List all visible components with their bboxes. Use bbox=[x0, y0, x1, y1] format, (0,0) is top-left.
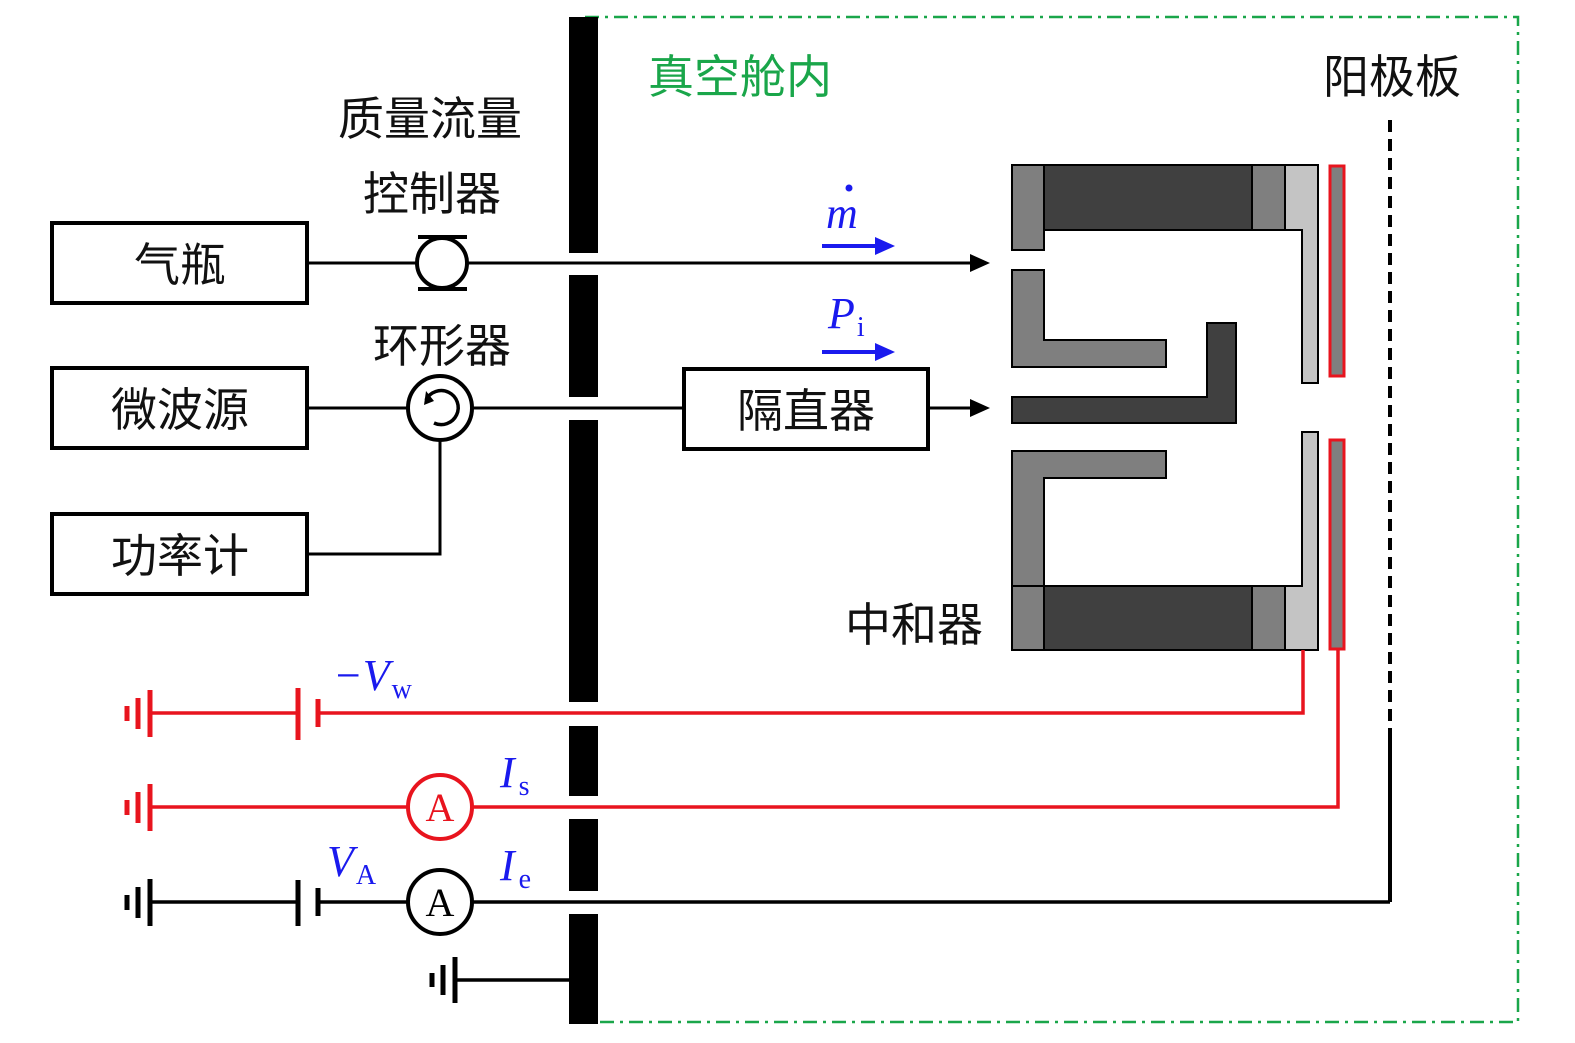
anode-voltage-symbol: VA bbox=[327, 837, 377, 891]
circulator-symbol bbox=[406, 374, 474, 442]
orifice-ammeter-icon: A bbox=[406, 773, 474, 841]
anode-circuit bbox=[152, 880, 1390, 926]
microwave-source-label: 微波源 bbox=[111, 383, 249, 437]
dc-block-box: 隔直器 bbox=[682, 367, 930, 451]
mass-flow-controller-symbol bbox=[415, 235, 469, 291]
power-meter-line bbox=[307, 440, 442, 556]
dc-block-arrowhead bbox=[970, 399, 990, 417]
anode-plate-label: 阳极板 bbox=[1323, 50, 1461, 104]
power-meter-box: 功率计 bbox=[50, 512, 309, 596]
gas-feed-arrowhead bbox=[970, 254, 990, 272]
mass-flow-controller-label-line2: 控制器 bbox=[363, 167, 501, 221]
wall-bias-voltage-subscript: w bbox=[392, 674, 413, 705]
mass-flow-rate-text: m bbox=[826, 189, 858, 238]
gas-cylinder-label: 气瓶 bbox=[134, 238, 226, 292]
input-power-subscript: i bbox=[857, 312, 865, 343]
input-power-text: Pi bbox=[827, 289, 865, 343]
chamber-wall bbox=[569, 17, 598, 1024]
orifice-current-circuit bbox=[152, 650, 1340, 809]
wall-bias-circuit bbox=[152, 650, 1305, 740]
wall-bias-voltage-symbol: −Vw bbox=[333, 651, 413, 705]
neutralizer-body bbox=[1011, 164, 1319, 651]
anode-ammeter-icon: A bbox=[406, 868, 474, 936]
neutralizer-orifice-plate bbox=[1328, 164, 1346, 651]
mass-flow-controller-label-line1: 质量流量 bbox=[338, 92, 522, 146]
anode-ground-icon bbox=[124, 879, 153, 926]
chamber-ground-icon bbox=[429, 957, 458, 1003]
power-meter-label: 功率计 bbox=[111, 529, 249, 583]
gas-cylinder-box: 气瓶 bbox=[50, 221, 309, 305]
dc-block-label: 隔直器 bbox=[737, 384, 875, 438]
orifice-current-subscript: s bbox=[519, 771, 530, 802]
circulator-label: 环形器 bbox=[373, 319, 511, 373]
microwave-source-box: 微波源 bbox=[50, 366, 309, 450]
wall-bias-ground-icon bbox=[124, 690, 153, 737]
orifice-ground-icon bbox=[124, 784, 153, 831]
mass-flow-rate-symbol: m bbox=[822, 184, 895, 255]
input-power-symbol: Pi bbox=[822, 289, 895, 361]
orifice-ammeter-text: A bbox=[426, 785, 455, 830]
vacuum-chamber-boundary bbox=[585, 15, 1520, 1024]
vacuum-chamber-label: 真空舱内 bbox=[648, 50, 832, 104]
anode-ammeter-text: A bbox=[426, 880, 455, 925]
anode-voltage-subscript: A bbox=[356, 860, 377, 891]
neutralizer-label: 中和器 bbox=[845, 598, 983, 652]
anode-current-subscript: e bbox=[519, 864, 531, 895]
